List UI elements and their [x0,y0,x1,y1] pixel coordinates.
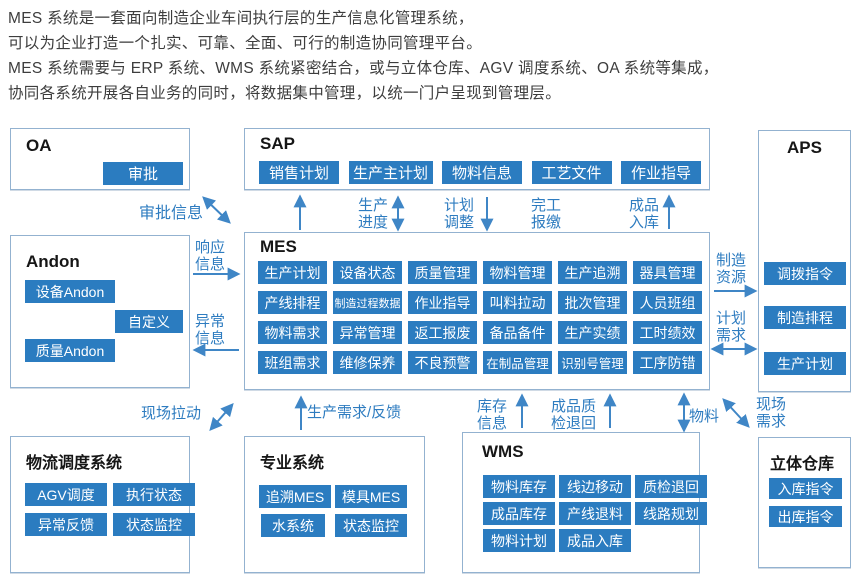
mes-chip: 不良预警 [408,351,477,374]
mes-chip: 叫料拉动 [483,291,552,314]
arrow-approval-info [202,196,231,224]
flow-label-finished-goods-inbound: 成品入库 [629,197,660,231]
intro-paragraph: MES 系统是一套面向制造企业车间执行层的生产信息化管理系统， 可以为企业打造一… [8,6,848,106]
sap-chip-row: 销售计划 生产主计划 物料信息 工艺文件 作业指导 [259,161,701,184]
arrow-site-pull [209,403,234,431]
oa-box: OA 审批 [10,128,190,190]
mes-chip: 识别号管理 [558,351,627,374]
mes-chip: 物料管理 [483,261,552,284]
flow-label-plan-adjustment: 计划调整 [444,197,475,231]
sap-chip: 销售计划 [259,161,339,184]
mes-chip: 工时绩效 [633,321,702,344]
aps-chip: 调拨指令 [764,262,846,285]
mes-chip: 在制品管理 [483,351,552,374]
flow-label-plan-demand: 计划需求 [716,310,747,344]
wms-box: WMS 物料库存 线边移动 质检退回 成品库存 产线退料 线路规划 物料计划 成… [462,432,707,573]
wms-chip: 线路规划 [635,502,707,525]
aps-chip: 生产计划 [764,352,846,375]
flow-label-site-pull: 现场拉动 [141,405,202,422]
mes-chip: 备品备件 [483,321,552,344]
wms-chip: 物料库存 [483,475,555,498]
flow-label-completion-report: 完工报缴 [531,197,562,231]
mes-chip: 批次管理 [558,291,627,314]
oa-chip: 审批 [103,162,183,185]
mes-chip: 制造过程数据 [333,291,402,314]
flow-label-site-demand: 现场需求 [756,396,787,430]
warehouse-box: 立体仓库 入库指令 出库指令 [758,437,851,568]
flow-label-abnormal-info: 异常信息 [195,313,226,347]
mes-chip: 质量管理 [408,261,477,284]
intro-line: 协同各系统开展各自业务的同时，将数据集中管理，以统一门户呈现到管理层。 [8,85,562,102]
andon-box: Andon 设备Andon 自定义 质量Andon [10,235,190,388]
logistics-chip: 异常反馈 [25,513,107,536]
wms-chip: 产线退料 [559,502,631,525]
sap-box: SAP 销售计划 生产主计划 物料信息 工艺文件 作业指导 [244,128,710,190]
aps-chip: 制造排程 [764,306,846,329]
flow-label-manufacturing-resource: 制造资源 [716,252,747,286]
warehouse-chip: 出库指令 [769,506,842,527]
andon-chip: 自定义 [115,310,183,333]
professional-chip: 追溯MES [259,485,331,508]
mes-chip-grid: 生产计划 设备状态 质量管理 物料管理 生产追溯 器具管理 产线排程 制造过程数… [258,261,702,374]
sap-box-title: SAP [260,134,295,153]
warehouse-box-title: 立体仓库 [770,456,835,473]
sap-chip: 工艺文件 [531,161,612,184]
wms-chip: 成品库存 [483,502,555,525]
mes-chip: 产线排程 [258,291,327,314]
flow-label-inventory-info: 库存信息 [477,398,508,432]
warehouse-chip: 入库指令 [769,478,842,499]
professional-box-title: 专业系统 [260,455,325,472]
aps-box-title: APS [787,138,822,157]
sap-chip: 物料信息 [442,161,522,184]
wms-chip: 成品入库 [559,529,631,552]
wms-box-title: WMS [482,442,524,461]
arrow-site-demand [722,398,750,428]
flow-label-production-demand-feedback: 生产需求/反馈 [307,404,402,421]
intro-line: MES 系统是一套面向制造企业车间执行层的生产信息化管理系统， [8,10,474,27]
professional-chip: 模具MES [335,485,407,508]
mes-chip: 班组需求 [258,351,327,374]
andon-box-title: Andon [26,252,80,271]
mes-chip: 物料需求 [258,321,327,344]
mes-chip: 器具管理 [633,261,702,284]
mes-chip: 异常管理 [333,321,402,344]
professional-chip: 状态监控 [335,514,407,537]
wms-chip: 物料计划 [483,529,555,552]
professional-box: 专业系统 追溯MES 模具MES 水系统 状态监控 [244,436,425,573]
mes-chip: 作业指导 [408,291,477,314]
wms-chip: 线边移动 [559,475,631,498]
logistics-box-title: 物流调度系统 [26,455,123,472]
flow-label-approval-info: 审批信息 [139,205,204,222]
intro-line: 可以为企业打造一个扎实、可靠、全面、可行的制造协同管理平台。 [8,35,483,52]
mes-chip: 维修保养 [333,351,402,374]
mes-chip: 生产计划 [258,261,327,284]
mes-chip: 设备状态 [333,261,402,284]
mes-chip: 生产追溯 [558,261,627,284]
flow-label-finished-qc-return: 成品质检退回 [551,398,597,432]
mes-chip: 返工报废 [408,321,477,344]
mes-chip: 人员班组 [633,291,702,314]
professional-chip: 水系统 [261,514,325,537]
mes-box: MES 生产计划 设备状态 质量管理 物料管理 生产追溯 器具管理 产线排程 制… [244,232,710,390]
flow-label-material: 物料 [689,408,720,425]
wms-chip-grid: 物料库存 线边移动 质检退回 成品库存 产线退料 线路规划 物料计划 成品入库 [483,475,707,552]
logistics-box: 物流调度系统 AGV调度 执行状态 异常反馈 状态监控 [10,436,195,573]
andon-chip: 质量Andon [25,339,115,362]
mes-chip: 生产实绩 [558,321,627,344]
flow-label-response-info: 响应信息 [195,239,226,273]
logistics-chip: 状态监控 [113,513,195,536]
intro-line: MES 系统需要与 ERP 系统、WMS 系统紧密结合，或与立体仓库、AGV 调… [8,60,719,77]
sap-chip: 生产主计划 [348,161,433,184]
sap-chip: 作业指导 [621,161,701,184]
oa-box-title: OA [26,136,52,155]
flow-label-production-progress: 生产进度 [358,197,389,231]
logistics-chip: 执行状态 [113,483,195,506]
andon-chip: 设备Andon [25,280,115,303]
mes-box-title: MES [260,237,297,256]
logistics-chip: AGV调度 [25,483,107,506]
aps-box: APS 调拨指令 制造排程 生产计划 [758,130,851,392]
wms-chip: 质检退回 [635,475,707,498]
mes-chip: 工序防错 [633,351,702,374]
